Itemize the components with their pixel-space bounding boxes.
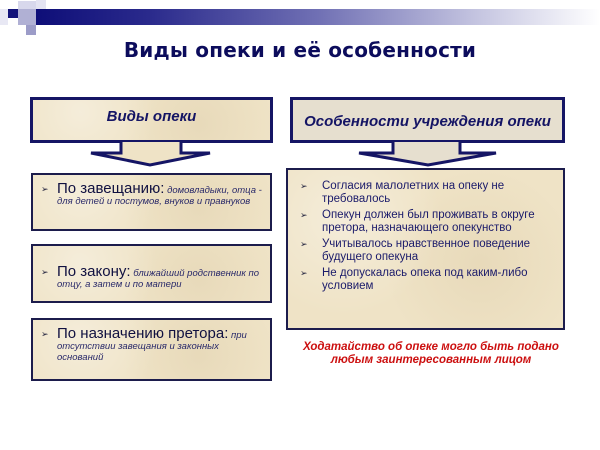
- decor-square: [18, 9, 36, 25]
- left-header-box: Виды опеки: [30, 97, 273, 143]
- list-item: ➢ Не допускалась опека под каким-либо ус…: [300, 267, 528, 292]
- bullet-arrow-icon: ➢: [300, 210, 308, 220]
- guardianship-type-will: ➢ По завещанию: домовладыки, отца - для …: [31, 173, 272, 231]
- list-item: ➢ Опекун должен был проживать в округе п…: [300, 209, 535, 234]
- petition-note: Ходатайство об опеке могло быть подано л…: [303, 341, 559, 366]
- left-header-label: Виды опеки: [106, 107, 197, 125]
- list-item: ➢ Согласия малолетних на опеку не требов…: [300, 180, 505, 205]
- bullet-arrow-icon: ➢: [300, 181, 308, 191]
- decor-square: [36, 0, 46, 9]
- gradient-bar: [36, 9, 600, 25]
- decor-square: [18, 1, 36, 9]
- item-detail: ближайший родственник по отцу, а затем и…: [57, 268, 260, 290]
- bullet-arrow-icon: ➢: [41, 267, 49, 277]
- decor-square: [26, 25, 36, 35]
- bullet-arrow-icon: ➢: [300, 239, 308, 249]
- bullet-arrow-icon: ➢: [300, 268, 308, 278]
- features-list-box: ➢ Согласия малолетних на опеку не требов…: [286, 168, 565, 330]
- item-detail: домовладыки, отца - для детей и постумов…: [57, 185, 262, 207]
- item-lead: По закону:: [57, 263, 131, 280]
- decor-square: [8, 9, 18, 18]
- down-arrow-icon: [90, 142, 211, 167]
- guardianship-type-praetor: ➢ По назначению претора: при отсутствии …: [31, 318, 272, 381]
- right-header-label: Особенности учреждения опеки: [304, 112, 551, 130]
- item-lead: По завещанию:: [57, 180, 165, 197]
- down-arrow-icon: [358, 142, 497, 167]
- slide-title: Виды опеки и её особенности: [123, 38, 477, 62]
- right-header-box: Особенности учреждения опеки: [290, 97, 565, 143]
- decor-square: [0, 9, 8, 25]
- guardianship-type-law: ➢ По закону: ближайший родственник по от…: [31, 244, 272, 303]
- item-lead: По назначению претора:: [57, 325, 229, 342]
- list-item: ➢ Учитывалось нравственное поведение буд…: [300, 238, 531, 263]
- bullet-arrow-icon: ➢: [41, 184, 49, 194]
- item-detail: при отсутствии завещания и законных осно…: [57, 330, 247, 363]
- bullet-arrow-icon: ➢: [41, 329, 49, 339]
